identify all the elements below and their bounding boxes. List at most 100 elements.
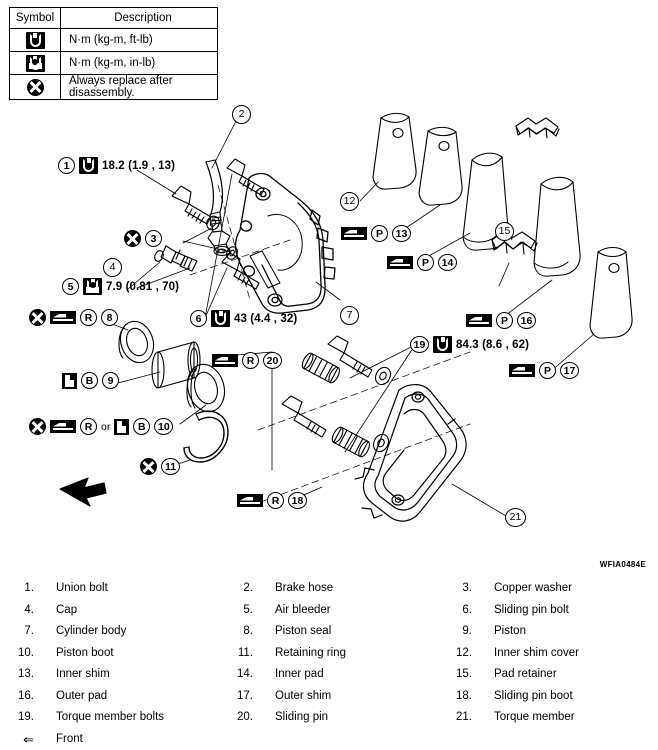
part-number: 11. [219,643,253,665]
callout-number: 17 [560,362,579,379]
part-number: 4. [0,600,34,622]
parts-list-row: 1.Union bolt 2.Brake hose 3.Copper washe… [0,578,658,600]
part-entry: 14.Inner pad [219,664,438,686]
grease-code-letter: P [539,362,556,379]
part-label: Inner shim cover [472,643,579,665]
part-number: 12. [438,643,472,665]
part-number: 1. [0,578,34,600]
part-number: 13. [0,664,34,686]
rubber-grease-icon [237,494,263,507]
part-entry: 9.Piston [438,621,657,643]
brake-fluid-bottle-icon [62,373,77,389]
callout-number: 9 [102,372,119,389]
part-entry: 4.Cap [0,600,219,622]
torque-wrench-ftlb-icon [433,336,452,353]
part-number: 18. [438,686,472,708]
rubber-grease-icon [50,311,76,324]
part-label: Pad retainer [472,664,557,686]
callout-torque-value: 84.3 (8.6 , 62) [456,339,529,351]
part-number: 21. [438,707,472,729]
torque-wrench-ftlb-icon [211,310,230,327]
part-label: Union bolt [34,578,108,600]
pad-grease-icon [387,256,413,269]
grease-code-letter: P [417,254,434,271]
callout-number: 16 [517,312,536,329]
part-number: 20. [219,707,253,729]
grease-code-letter: R [242,352,259,369]
part-number: 16. [0,686,34,708]
part-entry: 6.Sliding pin bolt [438,600,657,622]
torque-wrench-ftlb-icon [79,157,98,174]
callout-13-inner-shim: P 13 [341,225,411,242]
callout-number: 19 [410,336,429,353]
part-entry: 7.Cylinder body [0,621,219,643]
callout-20-sliding-pin: R 20 [212,352,282,369]
parts-list: 1.Union bolt 2.Brake hose 3.Copper washe… [0,578,658,750]
callout-10-piston-boot: R or B 10 [29,418,173,435]
parts-list-row: 4.Cap 5.Air bleeder 6.Sliding pin bolt [0,600,658,622]
callout-7-cylinder-body: 7 [340,306,359,325]
part-label: Torque member bolts [34,707,164,729]
grease-code-letter: R [80,309,97,326]
callout-21-torque-member: 21 [505,508,526,527]
front-direction-note: ⇐ Front [0,729,658,750]
part-entry: 3.Copper washer [438,578,657,600]
part-number: 3. [438,578,472,600]
part-entry: 5.Air bleeder [219,600,438,622]
callout-number: 14 [438,254,457,271]
callout-number: 6 [190,310,207,327]
part-entry: 15.Pad retainer [438,664,657,686]
part-entry: 2.Brake hose [219,578,438,600]
callout-11-retaining-ring: 11 [140,458,180,475]
callout-12-inner-shim-cover: 12 [340,192,359,211]
callout-8-piston-seal: R 8 [29,309,118,326]
part-entry: 20.Sliding pin [219,707,438,729]
callout-or-text: or [101,421,110,433]
pad-grease-icon [466,314,492,327]
part-number: 8. [219,621,253,643]
parts-list-row: 13.Inner shim 14.Inner pad 15.Pad retain… [0,664,658,686]
figure-reference-code: WFIA0484E [600,560,646,569]
part-number: 14. [219,664,253,686]
part-label: Copper washer [472,578,572,600]
callout-3-copper-washer: 3 [124,230,162,247]
part-label: Piston seal [253,621,331,643]
replace-after-disassembly-icon [124,230,141,247]
part-label: Air bleeder [253,600,331,622]
grease-code-letter: B [81,372,98,389]
part-entry: 21.Torque member [438,707,657,729]
part-number: 6. [438,600,472,622]
parts-list-row: 10.Piston boot 11.Retaining ring 12.Inne… [0,643,658,665]
rubber-grease-icon [212,354,238,367]
callout-16-outer-pad: P 16 [466,312,536,329]
pad-grease-icon [509,364,535,377]
part-entry: 12.Inner shim cover [438,643,657,665]
part-number: 2. [219,578,253,600]
callout-number: 11 [161,458,180,475]
part-label: Inner pad [253,664,324,686]
part-label: Brake hose [253,578,333,600]
rubber-grease-icon [50,420,76,433]
callout-1-union-bolt: 1 18.2 (1.9 , 13) [58,157,175,174]
callout-14-inner-pad: P 14 [387,254,457,271]
callout-number: 10 [154,418,173,435]
part-entry: 18.Sliding pin boot [438,686,657,708]
part-label: Outer shim [253,686,331,708]
part-entry: 1.Union bolt [0,578,219,600]
callout-torque-value: 7.9 (0.81 , 70) [106,281,179,293]
callout-19-torque-member-bolts: 19 84.3 (8.6 , 62) [410,336,529,353]
callout-number: 13 [392,225,411,242]
part-label: Cylinder body [34,621,126,643]
part-label: Sliding pin bolt [472,600,569,622]
part-entry: 10.Piston boot [0,643,219,665]
callout-number: 8 [101,309,118,326]
callout-number: 5 [62,278,79,295]
part-number: 5. [219,600,253,622]
part-label: Inner shim [34,664,110,686]
part-number: 19. [0,707,34,729]
callout-18-sliding-pin-boot: R 18 [237,492,307,509]
callout-number: 18 [288,492,307,509]
grease-code-letter: R [267,492,284,509]
part-entry: 13.Inner shim [0,664,219,686]
part-number: 17. [219,686,253,708]
